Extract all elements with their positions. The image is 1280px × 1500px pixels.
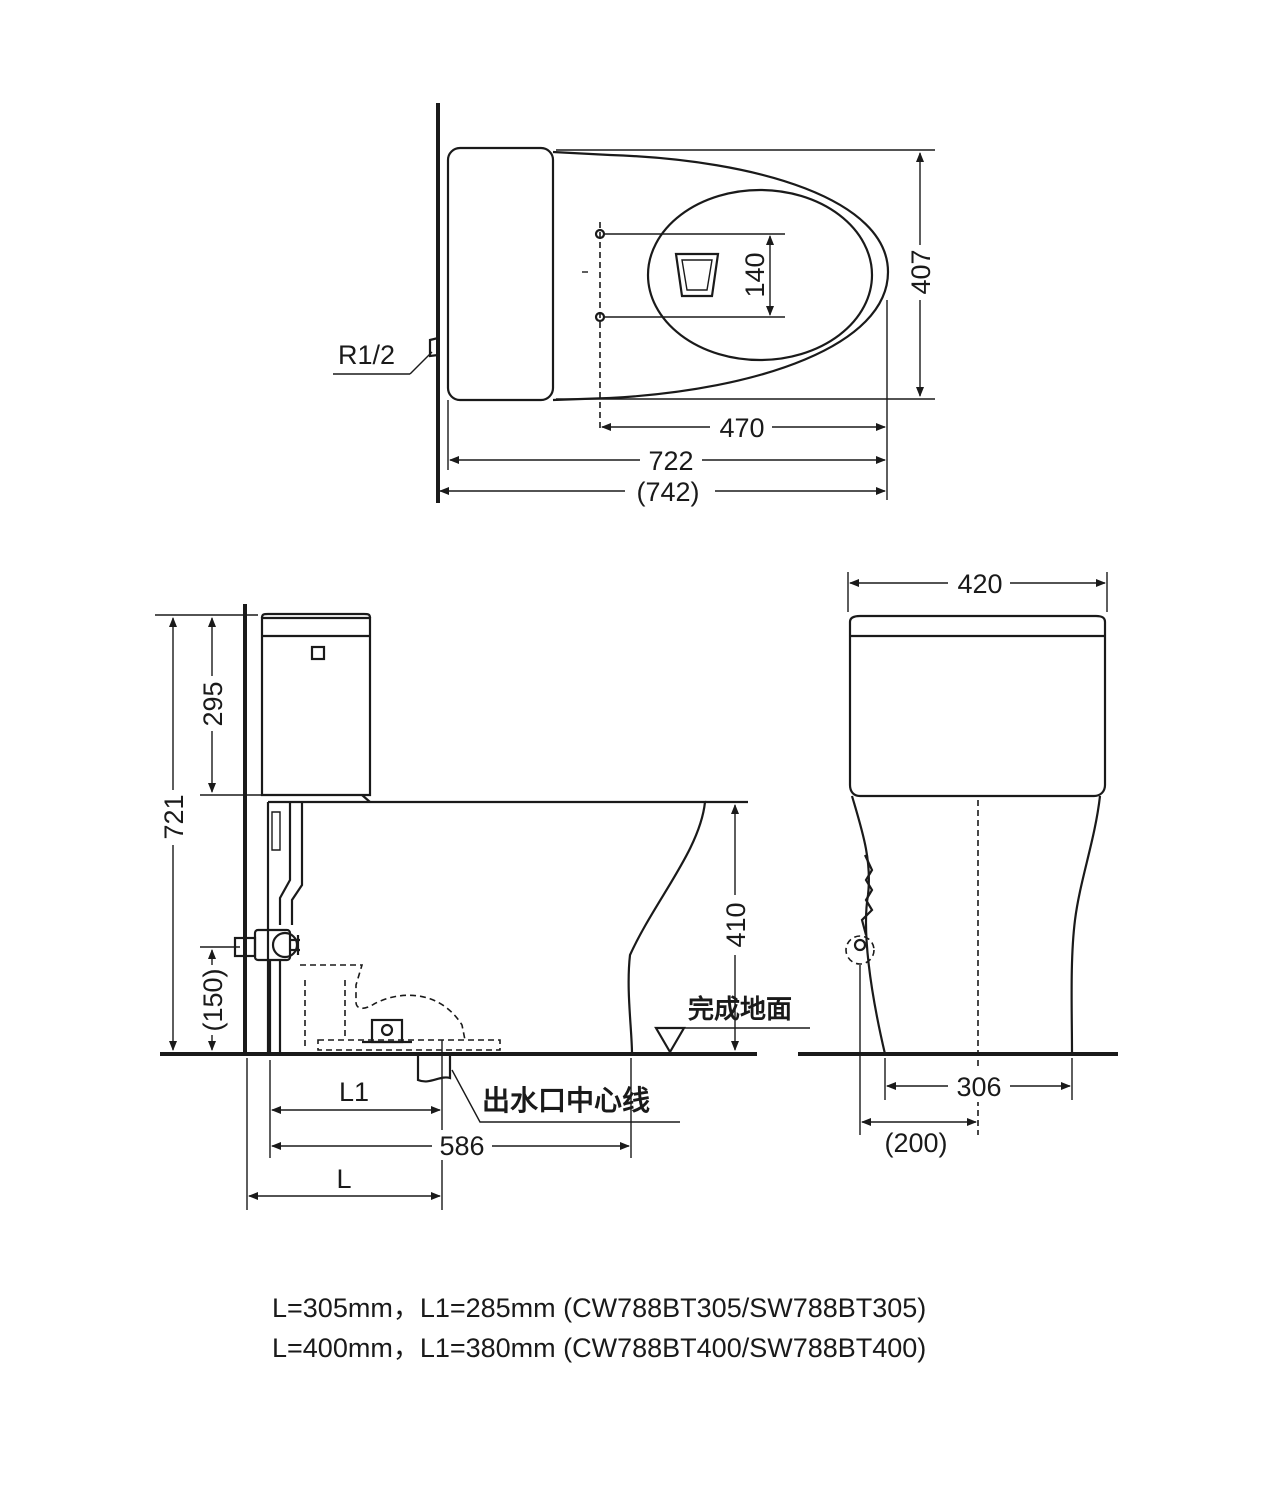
outlet-leader	[451, 1069, 680, 1123]
dim-total-height-label: 721	[159, 794, 189, 839]
dim-tank-width-label: 420	[957, 569, 1002, 599]
dim-tank-height-label: 295	[198, 681, 228, 726]
front-supply-pipe	[860, 854, 874, 936]
front-pedestal-right	[1070, 795, 1102, 1055]
dim-length-label: 722	[648, 446, 693, 476]
flush-button	[310, 645, 326, 661]
side-tank	[260, 616, 372, 797]
top-tank	[446, 146, 555, 402]
dim-seat-hole-label: 140	[740, 252, 770, 297]
front-supply-hidden	[845, 935, 875, 965]
top-bowl-outline	[552, 150, 890, 402]
model-notes: L=305mm，L1=285mm (CW788BT305/SW788BT305)…	[272, 1288, 926, 1368]
dim-l-label: L	[336, 1164, 351, 1194]
side-view: 721 295 (150) 410 完成地面 出水口中心线 L1 586	[155, 604, 810, 1210]
model-note-2: L=400mm，L1=380mm (CW788BT400/SW788BT400)	[272, 1333, 927, 1363]
supply-pipe	[278, 802, 292, 925]
floor-flange	[370, 1018, 404, 1044]
top-drain	[674, 252, 720, 298]
dim-width-label: 407	[906, 249, 936, 294]
inlet-fitting	[428, 336, 440, 358]
top-view: 140 407 R1/2 470 722 (742)	[333, 103, 936, 507]
outlet-pipe	[416, 1054, 452, 1083]
dim-depth-label: 586	[439, 1131, 484, 1161]
dim-bowl-height-label: 410	[721, 902, 751, 947]
side-bowl	[268, 800, 707, 1055]
dim-base-width-label: 306	[956, 1072, 1001, 1102]
dim-supply-height-label: (150)	[198, 968, 228, 1031]
floor-label: 完成地面	[688, 994, 792, 1025]
outlet-label: 出水口中心线	[482, 1084, 650, 1117]
model-note-1: L=305mm，L1=285mm (CW788BT305/SW788BT305)	[272, 1293, 927, 1323]
floor-symbol	[654, 1026, 686, 1055]
top-bowl-inner	[646, 188, 874, 362]
front-pedestal-left	[850, 795, 887, 1055]
front-view: 420 306 (200)	[798, 566, 1118, 1158]
thread-label: R1/2	[338, 340, 395, 370]
dim-supply-offset-label: (200)	[884, 1128, 947, 1158]
dim-length-alt-label: (742)	[636, 477, 699, 507]
trap-hidden	[300, 964, 466, 1041]
dim-bowl-label: 470	[719, 413, 764, 443]
dim-l1-label: L1	[339, 1077, 369, 1107]
front-tank	[848, 614, 1107, 798]
